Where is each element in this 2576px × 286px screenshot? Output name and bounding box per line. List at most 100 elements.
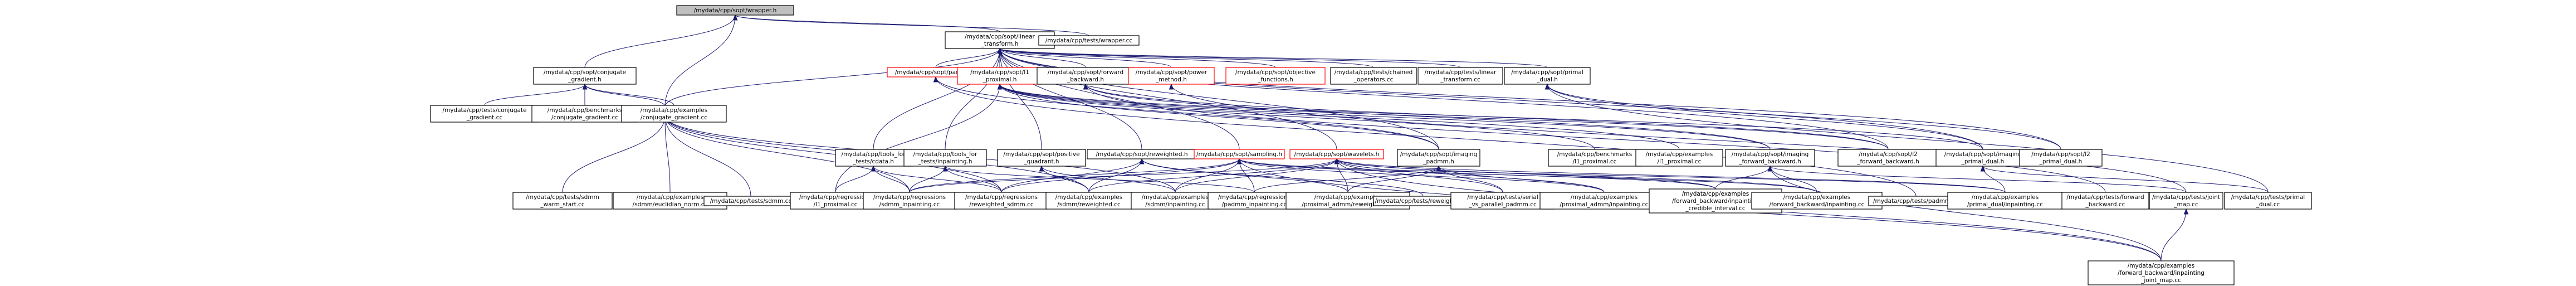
file-node[interactable]: /mydata/cpp/sopt/l2_primal_dual.h — [2019, 149, 2103, 167]
node-label: /forward_backward/inpainting — [1672, 198, 1759, 205]
node-label: /primal_dual/inpainting.cc — [1967, 201, 2043, 208]
node-label: /conjugate_gradient.cc — [641, 114, 707, 121]
edge-line — [999, 48, 1172, 68]
file-node[interactable]: /mydata/cpp/tools_for_tests/cdata.h — [835, 149, 912, 167]
root-file-node[interactable]: /mydata/cpp/sopt/wrapper.h — [676, 5, 794, 16]
file-node[interactable]: /mydata/cpp/examples/sdmm/inpainting.cc — [1131, 192, 1220, 210]
file-node[interactable]: /mydata/cpp/tests/forward_backward.cc — [2061, 192, 2149, 210]
node-box — [2088, 260, 2235, 285]
include-edge — [582, 83, 666, 107]
file-node[interactable]: /mydata/cpp/sopt/imaging_padmm.h — [1397, 149, 1480, 167]
file-node[interactable]: /mydata/cpp/sopt/objective_functions.h — [1225, 67, 1326, 85]
node-label: /mydata/cpp/sopt/primal — [1511, 69, 1583, 76]
edge-arrowhead — [1169, 83, 1174, 90]
node-label: _transform.cc — [1440, 76, 1480, 83]
node-label: /mydata/cpp/tests/serial — [1467, 194, 1538, 201]
node-label: /mydata/cpp/sopt/padmm.h — [895, 69, 976, 76]
node-label: _backward.cc — [2085, 201, 2125, 208]
file-node[interactable]: /mydata/cpp/regressions/reweighted_sdmm.… — [954, 192, 1049, 210]
file-node[interactable]: /mydata/cpp/examples/l1_proximal.cc — [1635, 149, 1723, 167]
file-node[interactable]: /mydata/cpp/examples/sdmm/reweighted.cc — [1045, 192, 1132, 210]
edge-line — [1715, 166, 1771, 190]
include-edge — [1715, 165, 1773, 190]
file-node[interactable]: /mydata/cpp/examples/proximal_admm/inpai… — [1539, 192, 1669, 210]
file-node[interactable]: /mydata/cpp/sopt/conjugate_gradient.h — [533, 67, 637, 85]
edge-line — [1175, 158, 1337, 193]
edges-layer — [484, 14, 2269, 261]
file-node[interactable]: /mydata/cpp/tests/primal_dual.cc — [2224, 192, 2312, 210]
node-label: /reweighted_sdmm.cc — [969, 201, 1034, 208]
file-node[interactable]: /mydata/cpp/sopt/l1_proximal.h — [957, 67, 1043, 85]
edge-line — [1438, 166, 1605, 193]
file-node[interactable]: /mydata/cpp/tests/sdmm.cc — [703, 196, 798, 206]
file-node[interactable]: /mydata/cpp/sopt/primal_dual.h — [1504, 67, 1591, 85]
edge-line — [1141, 158, 1348, 193]
file-node[interactable]: /mydata/cpp/regressions/sdmm_inpainting.… — [863, 192, 956, 210]
node-box — [1330, 67, 1417, 85]
node-box — [1208, 192, 1301, 210]
file-node[interactable]: /mydata/cpp/sopt/l2_forward_backward.h — [1837, 149, 1939, 167]
node-box — [1037, 67, 1135, 85]
edge-arrowhead — [1236, 158, 1242, 164]
node-label: _primal_dual.h — [2039, 158, 2083, 165]
file-node[interactable]: /mydata/cpp/examples/forward_backward/in… — [2088, 260, 2235, 285]
node-label: /mydata/cpp/sopt/imaging — [1732, 151, 1809, 158]
file-node[interactable]: /mydata/cpp/examples/forward_backward/in… — [1751, 192, 1883, 210]
file-node[interactable]: /mydata/cpp/tests/chained_operators.cc — [1330, 67, 1417, 85]
edge-arrowhead — [1334, 158, 1340, 164]
node-label: /l1_proximal.cc — [1658, 158, 1702, 165]
file-node[interactable]: /mydata/cpp/benchmarks/conjugate_gradien… — [531, 105, 638, 123]
node-label: /mydata/cpp/tests/primal — [2231, 194, 2305, 201]
node-label: _quadrant.h — [1023, 158, 1059, 165]
edge-arrowhead — [1767, 165, 1773, 172]
edge-line — [945, 166, 1255, 193]
include-edge — [997, 83, 1889, 150]
edge-line — [1175, 158, 1240, 193]
node-label: /mydata/cpp/regressions — [799, 194, 872, 201]
edge-arrowhead — [942, 165, 948, 172]
file-node[interactable]: /mydata/cpp/sopt/sampling.h — [1194, 149, 1285, 159]
edge-line — [1085, 84, 2106, 193]
file-node[interactable]: /mydata/cpp/sopt/positive_quadrant.h — [997, 149, 1086, 167]
node-label: /mydata/cpp/sopt/power — [1136, 69, 1208, 76]
file-node[interactable]: /mydata/cpp/tests/serial_vs_parallel_pad… — [1450, 192, 1555, 210]
file-node[interactable]: /mydata/cpp/sopt/imaging_forward_backwar… — [1725, 149, 1815, 167]
file-node[interactable]: /mydata/cpp/sopt/reweighted.h — [1087, 149, 1197, 159]
edge-line — [664, 115, 910, 193]
file-node[interactable]: /mydata/cpp/sopt/power_method.h — [1128, 67, 1215, 85]
file-node[interactable]: /mydata/cpp/sopt/linear_transform.h — [945, 31, 1055, 49]
file-node[interactable]: /mydata/cpp/examples/conjugate_gradient.… — [621, 105, 727, 123]
include-edge — [562, 115, 668, 193]
file-node[interactable]: /mydata/cpp/tests/conjugate_gradient.cc — [430, 105, 539, 123]
file-node[interactable]: /mydata/cpp/tests/wrapper.cc — [1038, 35, 1140, 46]
file-node[interactable]: /mydata/cpp/tests/reweighted.cc — [1373, 196, 1473, 206]
node-box — [954, 192, 1049, 210]
file-node[interactable]: /mydata/cpp/tests/joint_map.cc — [2149, 192, 2223, 210]
file-node[interactable]: /mydata/cpp/examples/primal_dual/inpaint… — [1947, 192, 2063, 210]
node-label: /mydata/cpp/examples — [1055, 194, 1122, 201]
node-label: /mydata/cpp/tools_for — [842, 151, 906, 158]
file-node[interactable]: /mydata/cpp/tests/linear_transform.cc — [1417, 67, 1503, 85]
include-edge — [935, 47, 1003, 68]
include-edge — [871, 165, 1002, 193]
node-label: /mydata/cpp/sopt/wrapper.h — [694, 7, 777, 14]
file-node[interactable]: /mydata/cpp/benchmarks/l1_proximal.cc — [1548, 149, 1641, 167]
node-label: /mydata/cpp/sopt/objective — [1235, 69, 1316, 76]
file-node[interactable]: /mydata/cpp/sopt/forward_backward.h — [1037, 67, 1135, 85]
edge-line — [945, 166, 1002, 193]
file-node[interactable]: /mydata/cpp/regressions/padmm_inpainting… — [1208, 192, 1301, 210]
node-label: /mydata/cpp/tests/linear — [1425, 69, 1497, 76]
node-label: /mydata/cpp/examples — [1571, 194, 1638, 201]
file-node[interactable]: /mydata/cpp/tools_for_tests/inpainting.h — [903, 149, 987, 167]
node-label: /conjugate_gradient.cc — [551, 114, 618, 121]
file-node[interactable]: /mydata/cpp/sopt/imaging_primal_dual.h — [1935, 149, 2030, 167]
edge-line — [999, 48, 1086, 68]
include-edge — [664, 14, 738, 107]
edge-line — [1041, 166, 1089, 193]
file-node[interactable]: /mydata/cpp/sopt/wavelets.h — [1289, 149, 1384, 159]
node-label: /sdmm_inpainting.cc — [879, 201, 940, 208]
node-label: _transform.h — [981, 41, 1019, 47]
edge-line — [584, 84, 674, 106]
file-node[interactable]: /mydata/cpp/tests/sdmm_warm_start.cc — [512, 192, 613, 210]
